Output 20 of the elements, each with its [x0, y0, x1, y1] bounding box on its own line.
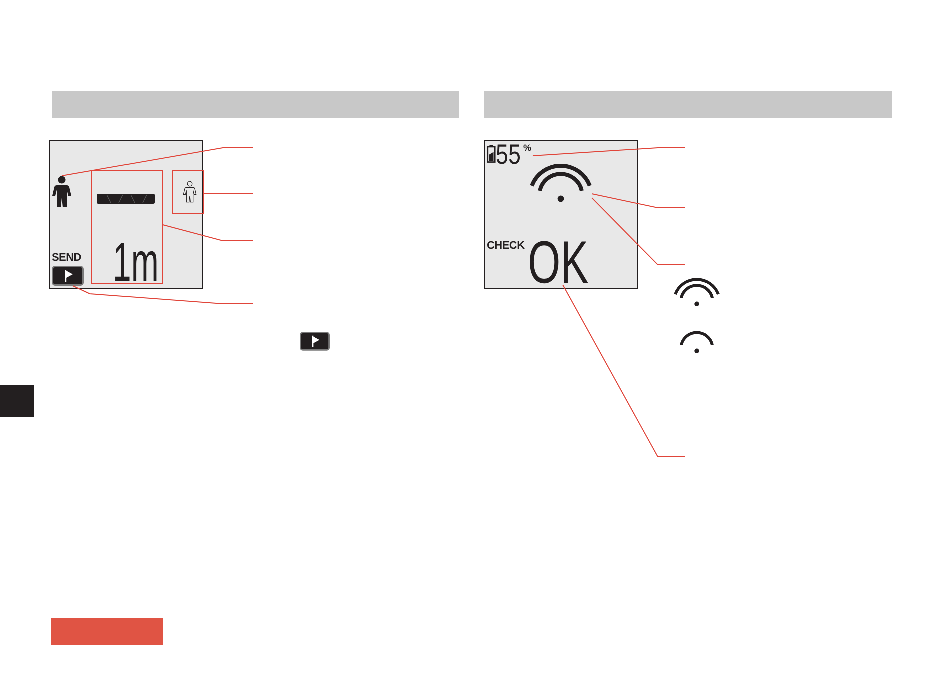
lcd-label: CHECK: [487, 241, 525, 252]
person-icon: [52, 176, 72, 208]
leader-line: [592, 198, 686, 266]
lcd-label: SEND: [52, 253, 82, 264]
flag-button-icon: [52, 266, 84, 286]
highlight-frame: [90, 170, 162, 284]
leader-line: [592, 194, 686, 208]
signal-icon: [530, 164, 592, 204]
leader-line: [62, 148, 254, 176]
leader-line: [532, 148, 686, 156]
highlight-frame: [172, 170, 204, 214]
lcd-digits: OK: [528, 240, 588, 284]
lcd-digits: 55: [496, 144, 520, 164]
unit-label: %: [524, 144, 532, 152]
leader-line: [162, 224, 254, 242]
lcd-digits: 1m: [112, 242, 158, 283]
leader-line: [562, 284, 686, 458]
lcd-screen: [484, 140, 638, 289]
lcd-screen: [49, 140, 203, 289]
leader-line: [72, 286, 254, 304]
